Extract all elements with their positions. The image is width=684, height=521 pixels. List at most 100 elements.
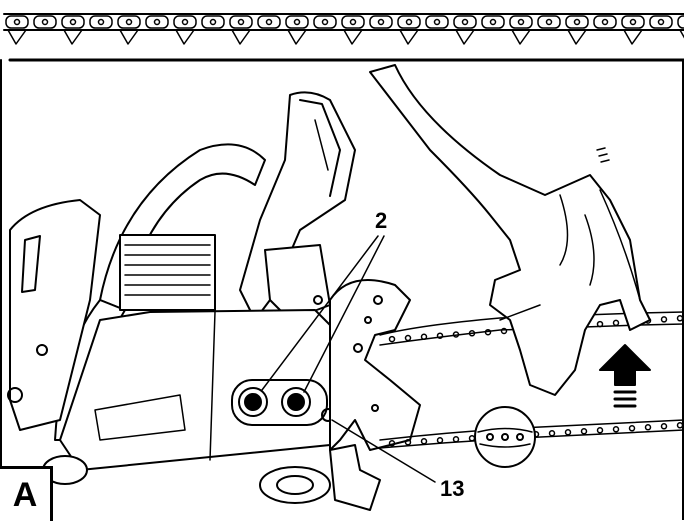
chain-link bbox=[117, 15, 141, 29]
chain-link bbox=[453, 15, 477, 29]
chain-tooth bbox=[343, 29, 363, 45]
panel-label: A bbox=[0, 466, 53, 521]
bar-chain-rivet bbox=[612, 319, 620, 327]
chain-rivet bbox=[461, 18, 469, 26]
chain-link bbox=[537, 15, 561, 29]
bar-chain-rivet bbox=[596, 427, 604, 434]
bar-chain-rivet bbox=[452, 331, 460, 338]
bar-chain-rivet bbox=[644, 424, 652, 431]
chain-rivet bbox=[181, 18, 189, 26]
chain-link bbox=[33, 15, 57, 29]
chain-rivet bbox=[237, 18, 245, 26]
chain-link bbox=[229, 15, 253, 29]
chain-link bbox=[677, 15, 684, 29]
chain-link bbox=[649, 15, 673, 29]
chain-link bbox=[201, 15, 225, 29]
chainsaw-icon bbox=[7, 91, 421, 511]
bar-chain-rivet bbox=[452, 436, 460, 443]
chain-link bbox=[5, 15, 29, 29]
chain-rivet bbox=[97, 18, 105, 26]
chain-rivet bbox=[13, 18, 21, 26]
chain-rivet bbox=[489, 18, 497, 26]
chain-rivet bbox=[629, 18, 637, 26]
bar-chain-rivet bbox=[628, 425, 636, 432]
chain-link bbox=[257, 15, 281, 29]
chain-rivet bbox=[41, 18, 49, 26]
bar-chain-rivet bbox=[676, 315, 684, 322]
chain-link bbox=[369, 15, 393, 29]
bar-chain-rivet bbox=[468, 330, 476, 337]
chain-link bbox=[285, 15, 309, 29]
chain-rivet bbox=[405, 18, 413, 26]
chain-rivet bbox=[265, 18, 273, 26]
bar-chain-rivet bbox=[468, 435, 476, 442]
chain-tooth bbox=[679, 29, 684, 39]
bar-chain-rivet bbox=[404, 334, 412, 342]
chain-strip-icon bbox=[3, 13, 684, 62]
bar-chain-rivet bbox=[660, 316, 668, 323]
chain-link bbox=[509, 15, 533, 29]
chain-tooth bbox=[623, 29, 643, 45]
chain-tooth bbox=[567, 29, 587, 45]
chain-tooth bbox=[399, 29, 419, 45]
chain-link bbox=[593, 15, 617, 29]
chain-link bbox=[89, 15, 113, 29]
bar-chain-rivet bbox=[660, 423, 668, 430]
bar-chain-rivet bbox=[436, 332, 444, 339]
chain-tooth bbox=[231, 29, 251, 45]
chain-rivet bbox=[657, 18, 665, 26]
callout-2-leader-a bbox=[261, 235, 379, 391]
lift-arrow-icon bbox=[599, 344, 651, 408]
chain-link bbox=[425, 15, 449, 29]
chain-rivet bbox=[349, 18, 357, 26]
bar-chain-rivet bbox=[612, 426, 620, 433]
chain-detail-magnifier-icon bbox=[474, 406, 536, 468]
bar-chain-rivet bbox=[484, 328, 492, 336]
chain-link bbox=[313, 15, 337, 29]
chain-link bbox=[341, 15, 365, 29]
callout-adjustment-nuts-label: 2 bbox=[375, 208, 388, 233]
chain-link bbox=[397, 15, 421, 29]
chain-rivet bbox=[153, 18, 161, 26]
chain-rivet bbox=[209, 18, 217, 26]
bar-chain-rivet bbox=[388, 440, 396, 447]
bar-chain-rivet bbox=[676, 422, 684, 429]
chain-tooth bbox=[287, 29, 307, 45]
bar-chain-rivet bbox=[420, 438, 428, 445]
chain-rivet bbox=[545, 18, 553, 26]
chain-rivet bbox=[517, 18, 525, 26]
bar-chain-rivet bbox=[500, 327, 508, 335]
gloved-hand-icon bbox=[369, 64, 651, 396]
chain-rivet bbox=[321, 18, 329, 26]
chain-tooth bbox=[63, 29, 83, 45]
chain-rivet bbox=[377, 18, 385, 26]
bar-chain-rivet bbox=[420, 333, 428, 341]
callout-2-leader-b bbox=[303, 235, 385, 393]
bar-chain-rivet bbox=[564, 429, 572, 436]
chain-rivet bbox=[293, 18, 301, 26]
chain-link bbox=[565, 15, 589, 29]
chain-link bbox=[621, 15, 645, 29]
bar-chain-rivet bbox=[548, 430, 556, 437]
bar-chain-rivet bbox=[404, 439, 412, 446]
chain-link bbox=[173, 15, 197, 29]
chain-tooth bbox=[175, 29, 195, 45]
chain-rivet bbox=[125, 18, 133, 26]
bar-chain-rivet bbox=[436, 437, 444, 444]
chain-rivet bbox=[601, 18, 609, 26]
bar-chain-rivet bbox=[388, 335, 396, 343]
bar-chain-rivet bbox=[596, 320, 604, 328]
callout-13-leader bbox=[331, 419, 436, 483]
chain-link bbox=[145, 15, 169, 29]
chain-tooth bbox=[455, 29, 475, 45]
chain-rivet bbox=[573, 18, 581, 26]
chain-rivet bbox=[433, 18, 441, 26]
bar-chain-rivet bbox=[580, 428, 588, 435]
callout-tension-screw-label: 13 bbox=[440, 476, 465, 501]
chain-link bbox=[61, 15, 85, 29]
chain-link bbox=[481, 15, 505, 29]
chain-tooth bbox=[7, 29, 27, 45]
chain-rivet bbox=[69, 18, 77, 26]
chain-tooth bbox=[511, 29, 531, 45]
